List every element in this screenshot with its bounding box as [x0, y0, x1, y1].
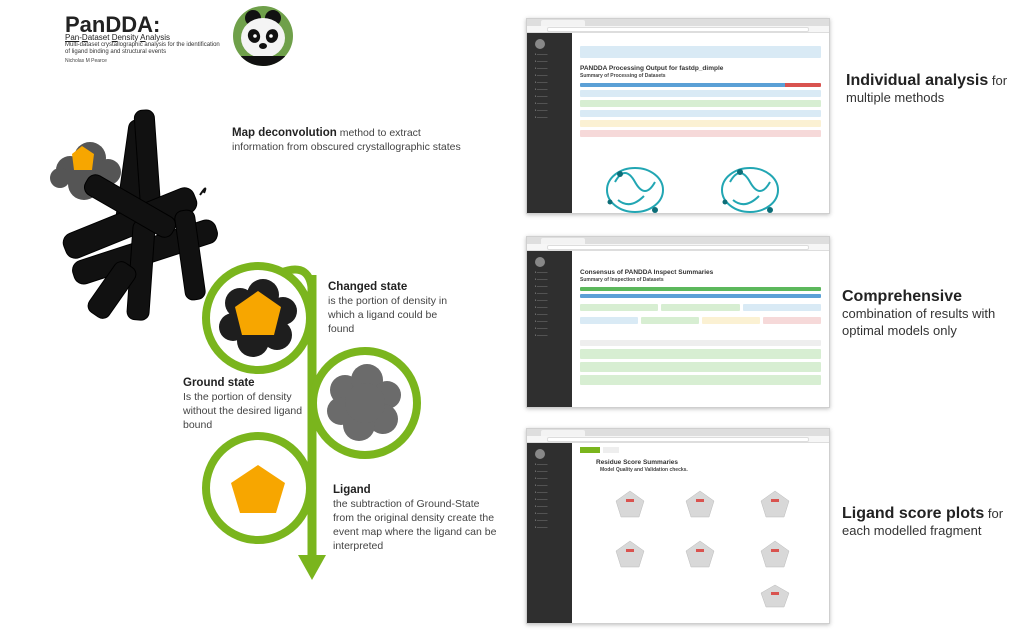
feature-1-body: for multiple methods [846, 73, 1008, 105]
ligand-pentagon-icon [231, 465, 285, 513]
subtitle-a: A [140, 33, 146, 42]
sidebar-avatar [535, 39, 545, 49]
feature-1-heading: Individual analysis [846, 72, 989, 89]
changed-state-heading: Changed state [328, 281, 408, 293]
screen1-title: PANDDA Processing Output for fastdp_dimp… [580, 65, 724, 72]
feature-3-heading: Ligand score plots [842, 505, 985, 522]
ground-state-body: Is the portion of density without the de… [183, 391, 303, 431]
state-flow-diagram [202, 262, 421, 580]
page-title: PanDDA: [65, 12, 161, 37]
map-deconvolution-graphic [50, 109, 218, 321]
panda-avatar [233, 6, 293, 66]
subtitle-nalysis: nalysis [145, 33, 170, 42]
subtitle-pan: Pan [65, 33, 80, 42]
radar-plots-grid [615, 490, 790, 608]
screen2-subtitle: Summary of Inspection of Datasets [580, 277, 664, 283]
screenshot-individual-analysis: ▪ ─────▪ ─────▪ ───── ▪ ─────▪ ─────▪ ──… [526, 18, 830, 214]
subtitle-dash: - [79, 33, 82, 42]
subtitle-ensity: ensity [117, 33, 141, 42]
page-description: Multi-dataset crystallographic analysis … [65, 42, 220, 55]
feature-comprehensive: Comprehensive combination of results wit… [842, 288, 1020, 339]
feature-3-body: for each modelled fragment [842, 506, 1004, 538]
screenshot-comprehensive: ▪ ─────▪ ─────▪ ───── ▪ ─────▪ ─────▪ ──… [526, 236, 830, 408]
subtitle-d1: D [81, 33, 88, 42]
changed-state-text: Changed state is the portion of density … [328, 280, 448, 336]
page-subtitle: Pan-Dataset Density Analysis [65, 33, 170, 42]
screen2-title: Consensus of PANDDA Inspect Summaries [580, 269, 714, 276]
screenshot-ligand-scores: ▪ ─────▪ ─────▪ ───── ▪ ─────▪ ─────▪ ──… [526, 428, 830, 624]
feature-2-body: combination of results with optimal mode… [842, 306, 996, 338]
protein-tubes-icon [62, 109, 218, 321]
flow-arrow-icon [298, 555, 326, 580]
ground-state-cloud-icon [327, 364, 401, 441]
app-sidebar: ▪ ─────▪ ─────▪ ───── ▪ ─────▪ ─────▪ ──… [527, 33, 572, 213]
ligand-heading: Ligand [333, 484, 371, 496]
map-deconvolution-heading: Map deconvolution [232, 127, 337, 139]
ligand-text: Ligand the subtraction of Ground-State f… [333, 483, 498, 553]
small-density-cloud-icon [50, 142, 121, 200]
feature-2-heading: Comprehensive [842, 288, 963, 305]
feature-ligand-scores: Ligand score plots for each modelled fra… [842, 505, 1020, 539]
map-deconvolution-body: method to extract information from obscu… [232, 127, 461, 153]
ground-state-heading: Ground state [183, 377, 255, 389]
changed-state-cloud-icon [219, 279, 297, 357]
subtitle-ataset: ataset [87, 33, 112, 42]
changed-state-body: is the portion of density in which a lig… [328, 295, 448, 335]
screen3-title: Residue Score Summaries [596, 459, 679, 466]
browser-url-bar [547, 27, 809, 32]
browser-tab [541, 20, 585, 26]
protein-structure-images [606, 167, 779, 213]
author-name: Nicholas M Pearce [65, 58, 107, 64]
screen3-subtitle: Model Quality and Validation checks. [600, 467, 688, 473]
subtitle-d2: D [111, 33, 118, 42]
ligand-body: the subtraction of Ground-State from the… [333, 498, 497, 552]
feature-individual-analysis: Individual analysis for multiple methods [846, 72, 1021, 106]
ground-state-text: Ground state Is the portion of density w… [183, 376, 308, 432]
map-deconvolution-text: Map deconvolution method to extract info… [232, 126, 462, 154]
screen1-subtitle: Summary of Processing of Datasets [580, 73, 666, 79]
